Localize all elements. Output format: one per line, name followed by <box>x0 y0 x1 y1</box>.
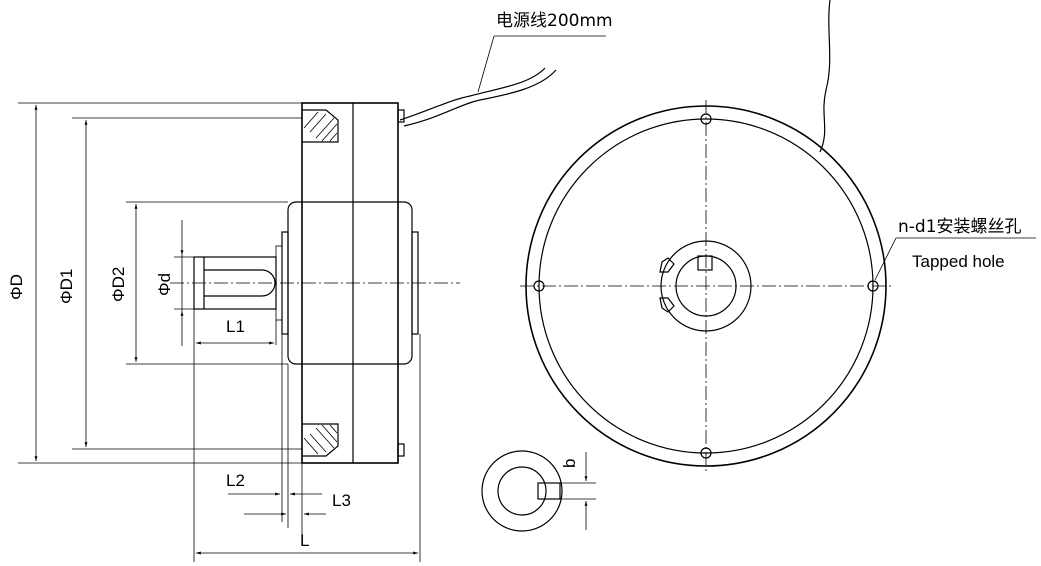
front-cable <box>819 0 831 153</box>
dim-b-label: b <box>560 459 579 468</box>
power-cable <box>399 67 557 127</box>
side-view: 电源线200mm ΦD ΦD1 ΦD2 Φd L1 <box>7 11 613 562</box>
dim-phi-D1-label: ΦD1 <box>57 269 76 304</box>
dim-phi-d-label: Φd <box>155 273 174 296</box>
cable-label: 电源线200mm <box>496 11 613 31</box>
dim-L3-label: L3 <box>332 491 351 510</box>
dim-L1-label: L1 <box>226 317 245 336</box>
hub-outer <box>660 240 752 332</box>
hatched-section-bottom <box>302 423 339 457</box>
dim-phi-D-label: ΦD <box>7 274 26 300</box>
keyway-detail: b <box>481 450 596 532</box>
dim-L2-label: L2 <box>226 471 245 490</box>
dim-L-label: L <box>300 531 309 550</box>
tapped-hole-en: Tapped hole <box>912 252 1005 271</box>
dim-phi-D2-label: ΦD2 <box>109 267 128 302</box>
hatched-section-top <box>302 109 339 143</box>
tapped-hole-cn: n-d1安装螺丝孔 <box>898 217 1022 237</box>
front-view: n-d1安装螺丝孔 Tapped hole <box>520 0 1036 472</box>
